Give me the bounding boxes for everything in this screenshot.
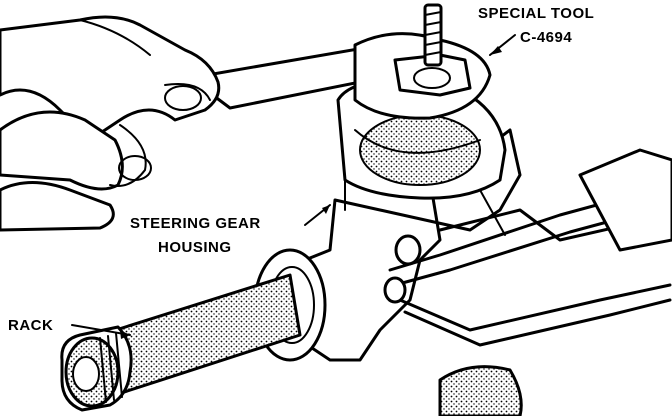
rack — [60, 248, 327, 412]
label-rack: RACK — [8, 317, 53, 334]
label-special-tool-line1: SPECIAL TOOL — [478, 5, 594, 22]
leader-lines — [71, 34, 516, 339]
label-special-tool-line2: C-4694 — [520, 29, 572, 46]
label-housing-line1: STEERING GEAR — [130, 215, 261, 232]
hand — [0, 15, 221, 232]
leader-rack — [71, 324, 131, 336]
special-tool — [188, 3, 492, 120]
hydraulic-lines — [383, 148, 672, 416]
label-housing-line2: HOUSING — [158, 239, 232, 256]
steering-gear-housing — [298, 78, 522, 362]
